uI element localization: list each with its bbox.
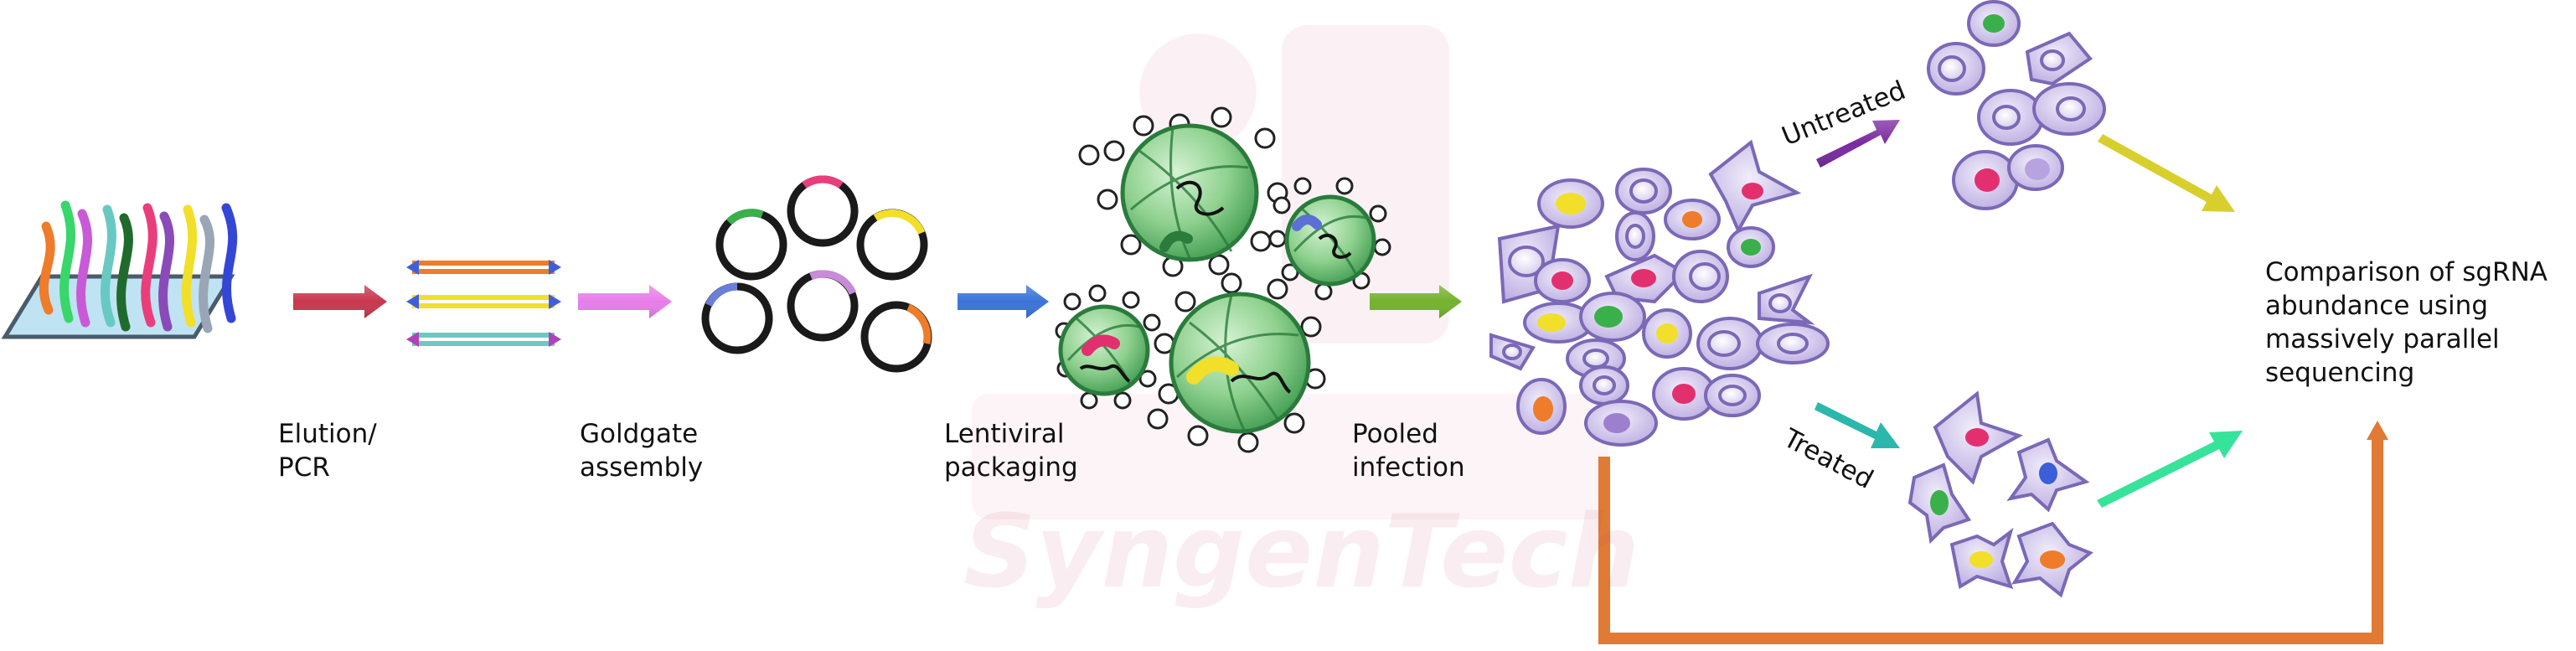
oligo-strand xyxy=(116,213,133,332)
oligo-strand xyxy=(221,203,238,323)
cell xyxy=(1758,273,1815,325)
plasmid xyxy=(856,209,928,281)
cell xyxy=(1497,224,1561,304)
cell xyxy=(2006,437,2090,513)
label-goldgate: Goldgate assembly xyxy=(580,419,704,483)
cell xyxy=(1615,168,1672,214)
oligo-strand xyxy=(100,204,116,328)
cell xyxy=(1727,226,1775,268)
cell xyxy=(1534,258,1591,303)
cell xyxy=(1537,178,1604,229)
cell xyxy=(2011,521,2093,598)
pcr-fragments xyxy=(406,260,561,347)
arrow-elution xyxy=(293,285,387,318)
untreated-cells xyxy=(1927,0,2106,210)
cell xyxy=(1489,333,1536,371)
oligo-strand xyxy=(158,211,175,332)
cell xyxy=(1977,89,2044,146)
cell xyxy=(1516,378,1567,435)
arrow-untreated-to-comparison xyxy=(2098,134,2235,212)
cell xyxy=(1696,317,1763,370)
oligo-strand xyxy=(199,214,215,333)
label-pooled: Pooled infection xyxy=(1352,419,1465,483)
plasmid xyxy=(787,175,859,247)
arrow-pooled xyxy=(1370,285,1462,318)
oligo-strand xyxy=(181,204,198,328)
cell xyxy=(1664,199,1721,240)
cell xyxy=(1708,139,1802,235)
cell xyxy=(1579,292,1646,342)
cell xyxy=(1584,400,1658,447)
plasmid xyxy=(715,209,787,281)
arrow-lentiviral xyxy=(958,285,1049,318)
cell xyxy=(1756,323,1830,364)
cell xyxy=(2007,144,2064,191)
cell xyxy=(2025,31,2093,86)
lentivirus xyxy=(1078,106,1288,277)
label-elution: Elution/ PCR xyxy=(278,419,377,483)
arrow-untreated xyxy=(1816,120,1900,168)
arrow-treated xyxy=(1815,402,1900,448)
infected-cell-pool xyxy=(1489,139,1830,447)
lentivirus xyxy=(1055,284,1161,410)
cell xyxy=(1927,42,1985,96)
cell xyxy=(1952,150,2019,210)
plasmid xyxy=(701,282,773,354)
oligo-array xyxy=(1,200,238,339)
cell xyxy=(2032,82,2106,136)
oligo-strand xyxy=(76,209,93,328)
lentivirus-particles xyxy=(1055,106,1391,453)
plasmid xyxy=(787,270,859,342)
label-lentiviral: Lentiviral packaging xyxy=(944,419,1078,483)
treated-cells xyxy=(1907,390,2093,598)
cell xyxy=(1642,308,1692,359)
cell xyxy=(1579,365,1629,406)
plasmid-library xyxy=(701,175,932,373)
oligo-strand xyxy=(59,200,76,323)
cell xyxy=(1933,390,2023,485)
oligo-strand xyxy=(141,203,157,328)
cell xyxy=(1672,250,1729,303)
lentivirus xyxy=(1147,272,1326,453)
cell xyxy=(1907,462,1972,545)
watermark-brand: SyngenTech xyxy=(963,494,1640,611)
oligo-strand xyxy=(39,221,55,315)
cell xyxy=(1967,0,2021,47)
cell xyxy=(1615,211,1655,261)
arrow-treated-to-comparison xyxy=(2097,431,2243,508)
label-comparison: Comparison of sgRNA abundance using mass… xyxy=(2265,257,2548,388)
cell xyxy=(1704,374,1761,417)
lentivirus xyxy=(1268,177,1391,301)
plasmid xyxy=(860,301,932,373)
arrow-goldgate xyxy=(578,285,672,318)
cell xyxy=(1949,527,2014,590)
arrow-feedback-to-comparison xyxy=(1598,421,2388,644)
watermark-logo-bar xyxy=(972,394,1608,519)
